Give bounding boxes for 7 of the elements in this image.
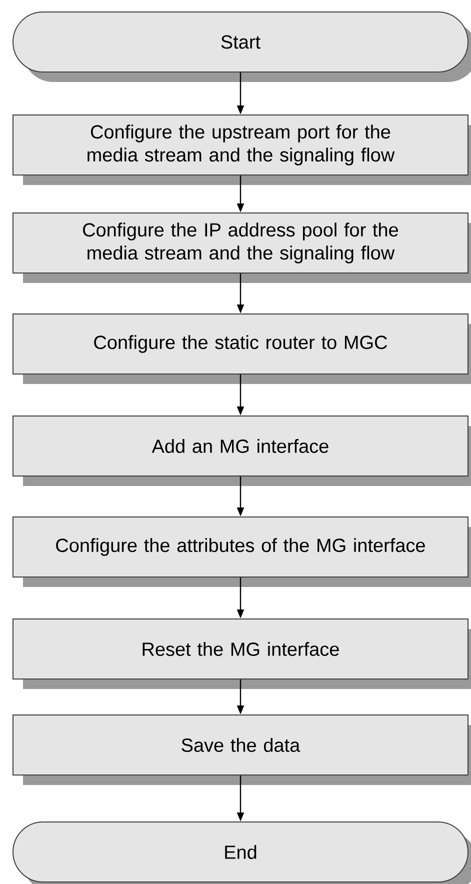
process-box: Configure the IP address pool for the media stream and the signaling flow (12, 212, 471, 283)
process-box: Configure the static router to MGC (12, 314, 471, 384)
process-box: Configure the upstream port for the media stream and the signaling flow (12, 114, 471, 185)
process-box: Save the data (12, 714, 471, 785)
process-box: Add an MG interface (12, 416, 471, 486)
process-box: Configure the attributes of the MG interface (12, 516, 471, 587)
process-box: Reset the MG interface (12, 618, 471, 689)
